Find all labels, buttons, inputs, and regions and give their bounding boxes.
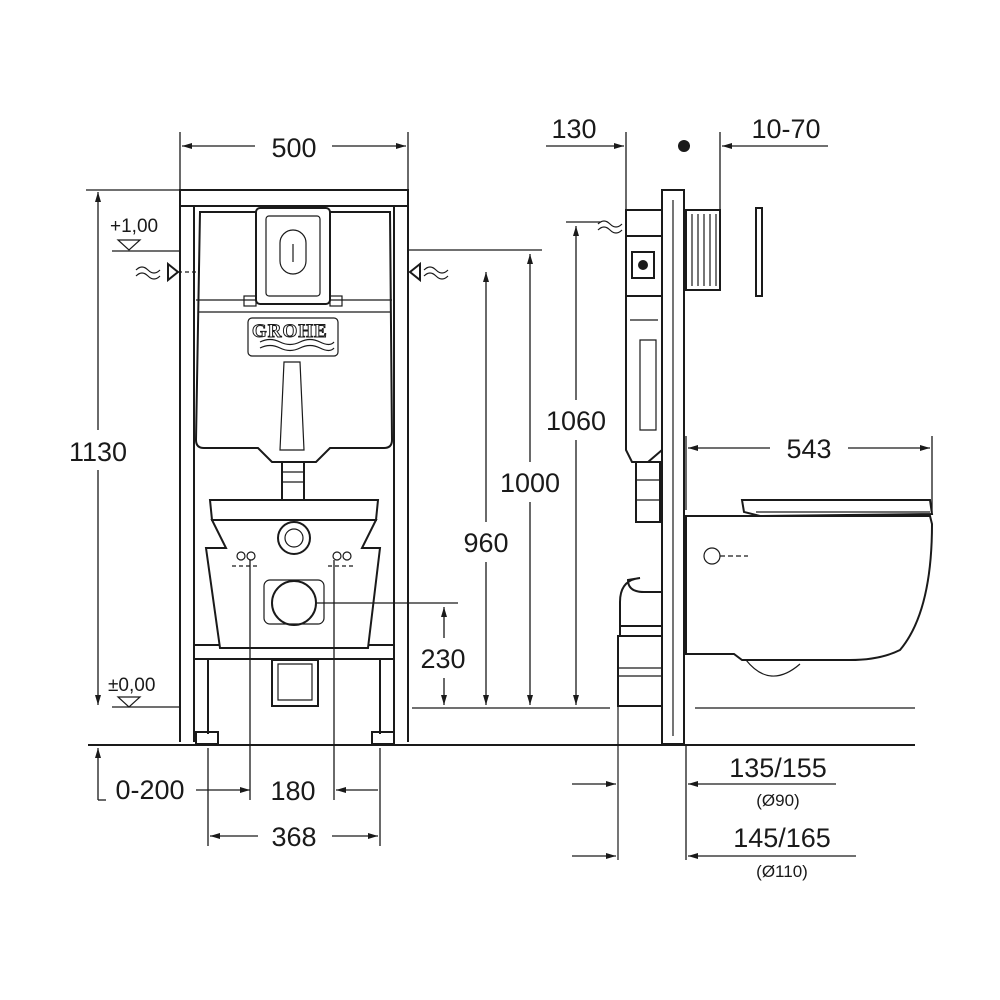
dim-total-height [86, 189, 180, 705]
dim-foot-adjust [95, 748, 250, 846]
dim-drain-depth-90 [572, 744, 836, 860]
label-total-height: 1130 [69, 437, 127, 467]
dim-foot-spacing [210, 748, 381, 846]
level-marker-top [112, 239, 180, 252]
label-bolt-spacing: 180 [270, 776, 315, 806]
dim-frame-width [179, 132, 409, 190]
label-bolt-height: 230 [420, 644, 465, 674]
label-level-top: +1,00 [110, 216, 158, 237]
label-supply-height: 1060 [546, 406, 606, 436]
label-foot-spacing: 368 [271, 822, 316, 852]
dim-bolt-spacing [249, 560, 378, 800]
label-plate-recess: 10-70 [751, 114, 820, 144]
label-frame-height: 1000 [500, 468, 560, 498]
label-frame-width: 500 [271, 133, 316, 163]
dim-supply-height [566, 221, 600, 705]
label-drain-pipe-110: (Ø110) [756, 862, 808, 881]
dim-wall-offset [546, 132, 627, 234]
cistern-side [625, 209, 663, 463]
dim-bolt-height [316, 602, 458, 705]
water-supply-icon [135, 261, 449, 283]
label-drain-depth-90: 135/155 [729, 753, 827, 783]
label-wall-offset: 130 [551, 114, 596, 144]
label-foot-adjust: 0-200 [115, 775, 184, 805]
dim-plate-recess [678, 132, 828, 210]
drain-pipe-side [617, 461, 663, 860]
label-drain-height: 960 [463, 528, 508, 558]
label-drain-depth-110: 145/165 [733, 823, 831, 853]
cistern-front [194, 207, 394, 463]
label-level-floor: ±0,00 [108, 675, 155, 696]
dim-bowl-projection [685, 436, 933, 512]
flush-plate-side [685, 207, 763, 297]
label-bowl-projection: 543 [786, 434, 831, 464]
bowl-side [685, 499, 934, 677]
level-marker-floor [116, 696, 142, 708]
dim-frame-height [408, 249, 542, 705]
floor-line [88, 706, 915, 746]
label-drain-pipe-90: (Ø90) [756, 791, 799, 810]
grohe-logo: GROHE [252, 321, 328, 342]
flush-pipe [281, 461, 305, 501]
